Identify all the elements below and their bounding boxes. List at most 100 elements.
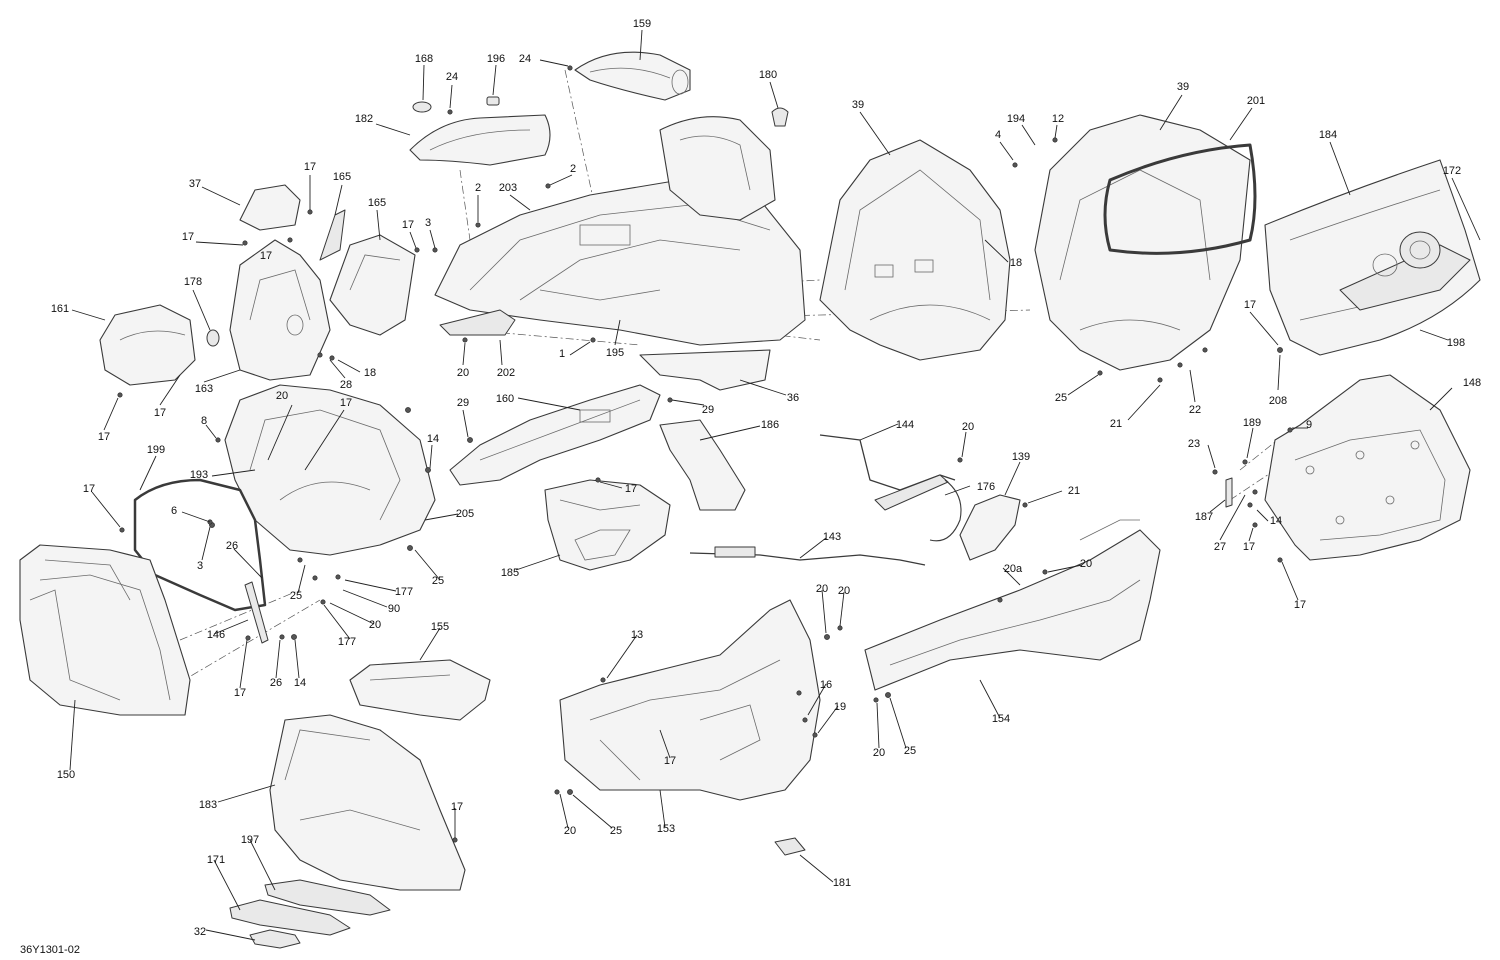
- part-205-housing: [224, 384, 436, 556]
- callout-139: 139: [1012, 451, 1030, 463]
- callout-20: 20: [1080, 558, 1092, 570]
- part-187-strut: [1225, 477, 1233, 508]
- callout-201: 201: [1247, 95, 1265, 107]
- callout-168: 168: [415, 53, 433, 65]
- part-178-ring: [206, 329, 220, 347]
- callout-195: 195: [606, 347, 624, 359]
- part-165-panel-a: [319, 209, 346, 261]
- leader-lines: [69, 29, 1481, 941]
- part-150-saddlebag: [19, 544, 191, 716]
- callout-148: 148: [1463, 377, 1481, 389]
- callout-161: 161: [51, 303, 69, 315]
- part-181-emblem: [774, 837, 806, 856]
- part-185-vent-panel: [544, 479, 671, 571]
- callout-20: 20: [457, 367, 469, 379]
- callout-14: 14: [294, 677, 306, 689]
- callout-23: 23: [1188, 438, 1200, 450]
- callout-17: 17: [154, 407, 166, 419]
- callout-17: 17: [182, 231, 194, 243]
- callout-20: 20: [816, 583, 828, 595]
- callout-17: 17: [340, 397, 352, 409]
- callout-17: 17: [260, 250, 272, 262]
- part-201-seal: [1103, 143, 1257, 255]
- callout-165: 165: [333, 171, 351, 183]
- callout-194: 194: [1007, 113, 1025, 125]
- callout-146: 146: [207, 629, 225, 641]
- callout-1: 1: [559, 348, 565, 360]
- callout-24: 24: [519, 53, 531, 65]
- callout-193: 193: [190, 469, 208, 481]
- part-161-cover: [99, 304, 196, 386]
- callout-22: 22: [1189, 404, 1201, 416]
- callout-25: 25: [432, 575, 444, 587]
- callout-177: 177: [338, 636, 356, 648]
- part-196-grommet: [486, 96, 500, 106]
- callout-181: 181: [833, 877, 851, 889]
- callout-25: 25: [1055, 392, 1067, 404]
- callout-17: 17: [402, 219, 414, 231]
- part-153-panel: [559, 599, 821, 801]
- callout-9: 9: [1306, 419, 1312, 431]
- callout-17: 17: [234, 687, 246, 699]
- callout-183: 183: [199, 799, 217, 811]
- callout-17: 17: [451, 801, 463, 813]
- callout-20: 20: [873, 747, 885, 759]
- callout-25: 25: [904, 745, 916, 757]
- part-203-main-frame: [434, 179, 806, 346]
- callout-154: 154: [992, 713, 1010, 725]
- fasteners: [117, 65, 1293, 843]
- callout-197: 197: [241, 834, 259, 846]
- callout-20a: 20a: [1004, 563, 1023, 575]
- callout-24: 24: [446, 71, 458, 83]
- part-199-gasket: [133, 478, 267, 612]
- part-159-duct: [574, 51, 691, 101]
- callout-18: 18: [1010, 257, 1022, 269]
- part-202-bracket: [439, 309, 516, 336]
- part-154-lower-trim: [864, 519, 1161, 691]
- part-155-tray: [349, 659, 491, 721]
- callout-176: 176: [977, 481, 995, 493]
- part-186-panel: [659, 419, 746, 511]
- part-180-knob: [771, 107, 789, 127]
- part-39-storage-bin: [819, 139, 1011, 361]
- part-163-housing: [229, 239, 331, 381]
- callout-29: 29: [457, 397, 469, 409]
- callout-20: 20: [962, 421, 974, 433]
- callout-25: 25: [290, 590, 302, 602]
- callout-199: 199: [147, 444, 165, 456]
- callout-20: 20: [276, 390, 288, 402]
- callout-3: 3: [197, 560, 203, 572]
- part-36-plate: [639, 349, 771, 391]
- callout-150: 150: [57, 769, 75, 781]
- part-176-cable: [929, 479, 962, 542]
- callout-8: 8: [201, 415, 207, 427]
- callout-163: 163: [195, 383, 213, 395]
- callout-25: 25: [610, 825, 622, 837]
- callout-19: 19: [834, 701, 846, 713]
- part-148-saddlebag: [1264, 374, 1471, 561]
- part-171-trim: [229, 899, 351, 936]
- callout-165: 165: [368, 197, 386, 209]
- callout-2: 2: [570, 163, 576, 175]
- part-146-strut: [244, 581, 269, 644]
- part-32-emblem: [249, 929, 301, 949]
- callout-21: 21: [1110, 418, 1122, 430]
- callout-186: 186: [761, 419, 779, 431]
- part-184-side-panel: [1264, 159, 1481, 356]
- callout-20: 20: [369, 619, 381, 631]
- part-197-trim: [264, 879, 391, 916]
- callout-185: 185: [501, 567, 519, 579]
- callout-26: 26: [226, 540, 238, 552]
- callout-90: 90: [388, 603, 400, 615]
- callout-208: 208: [1269, 395, 1287, 407]
- part-182-cover: [409, 114, 551, 166]
- callout-171: 171: [207, 854, 225, 866]
- part-144-cable: [819, 434, 956, 511]
- callout-17: 17: [1243, 541, 1255, 553]
- callout-202: 202: [497, 367, 515, 379]
- callout-17: 17: [98, 431, 110, 443]
- callout-143: 143: [823, 531, 841, 543]
- callout-20: 20: [838, 585, 850, 597]
- callout-6: 6: [171, 505, 177, 517]
- callout-36: 36: [787, 392, 799, 404]
